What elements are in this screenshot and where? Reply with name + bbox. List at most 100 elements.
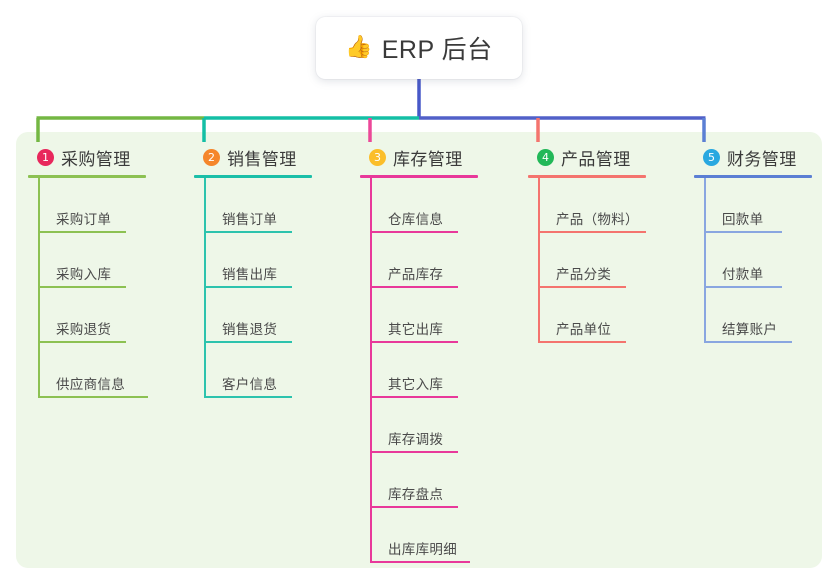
column-spine-2 bbox=[204, 178, 206, 398]
column-spine-3 bbox=[370, 178, 372, 563]
column-1: 1 采购管理采购订单采购入库采购退货供应商信息 bbox=[28, 145, 148, 398]
menu-item[interactable]: 出库库明细 bbox=[370, 508, 478, 563]
menu-item-rule bbox=[370, 451, 458, 453]
column-items-1: 采购订单采购入库采购退货供应商信息 bbox=[28, 178, 148, 398]
menu-item-label: 其它入库 bbox=[388, 377, 444, 392]
menu-item[interactable]: 客户信息 bbox=[204, 343, 312, 398]
column-items-3: 仓库信息产品库存其它出库其它入库库存调拨库存盘点出库库明细 bbox=[360, 178, 478, 563]
diagram-title-card: 👍 ERP 后台 bbox=[316, 17, 522, 79]
menu-item[interactable]: 供应商信息 bbox=[38, 343, 148, 398]
menu-item-rule bbox=[538, 286, 626, 288]
menu-item-label: 库存调拨 bbox=[388, 432, 444, 447]
menu-item-label: 仓库信息 bbox=[388, 212, 444, 227]
menu-item-rule bbox=[38, 231, 126, 233]
menu-item-label: 库存盘点 bbox=[388, 487, 444, 502]
menu-item[interactable]: 采购订单 bbox=[38, 178, 146, 233]
column-header-5[interactable]: 5 财务管理 bbox=[694, 145, 812, 169]
column-items-2: 销售订单销售出库销售退货客户信息 bbox=[194, 178, 312, 398]
menu-item[interactable]: 产品库存 bbox=[370, 233, 478, 288]
menu-item[interactable]: 采购入库 bbox=[38, 233, 146, 288]
column-items-4: 产品（物料） 产品分类产品单位 bbox=[528, 178, 646, 343]
menu-item[interactable]: 产品（物料） bbox=[538, 178, 646, 233]
menu-item-label: 采购订单 bbox=[56, 212, 112, 227]
menu-item-label: 产品（物料） bbox=[556, 212, 639, 227]
column-spine-4 bbox=[538, 178, 540, 343]
menu-item[interactable]: 销售退货 bbox=[204, 288, 312, 343]
menu-item-rule bbox=[38, 396, 148, 398]
column-header-1[interactable]: 1 采购管理 bbox=[28, 145, 146, 169]
menu-item[interactable]: 结算账户 bbox=[704, 288, 812, 343]
column-spine-5 bbox=[704, 178, 706, 343]
menu-item-label: 付款单 bbox=[722, 267, 764, 282]
column-badge-1: 1 bbox=[37, 148, 54, 166]
menu-item-rule bbox=[370, 396, 458, 398]
column-badge-4: 4 bbox=[537, 148, 554, 166]
menu-item-rule bbox=[370, 286, 458, 288]
menu-item-rule bbox=[370, 561, 470, 563]
column-badge-5: 5 bbox=[703, 148, 720, 166]
column-title-1: 采购管理 bbox=[61, 149, 131, 169]
menu-item-rule bbox=[204, 396, 292, 398]
menu-item-label: 其它出库 bbox=[388, 322, 444, 337]
column-header-2[interactable]: 2 销售管理 bbox=[194, 145, 312, 169]
menu-item[interactable]: 仓库信息 bbox=[370, 178, 478, 233]
column-badge-2: 2 bbox=[203, 148, 220, 166]
column-items-5: 回款单付款单结算账户 bbox=[694, 178, 812, 343]
menu-item-rule bbox=[704, 286, 782, 288]
menu-item[interactable]: 产品分类 bbox=[538, 233, 646, 288]
page-title: ERP 后台 bbox=[381, 36, 493, 64]
column-header-rule-4 bbox=[528, 175, 646, 178]
menu-item-rule bbox=[38, 341, 126, 343]
menu-item-rule bbox=[204, 286, 292, 288]
thumbs-up-icon: 👍 bbox=[345, 34, 373, 59]
column-4: 4 产品管理产品（物料） 产品分类产品单位 bbox=[528, 145, 646, 343]
column-title-4: 产品管理 bbox=[561, 149, 631, 169]
menu-item-label: 产品单位 bbox=[556, 322, 612, 337]
menu-item[interactable]: 库存调拨 bbox=[370, 398, 478, 453]
menu-item-rule bbox=[204, 341, 292, 343]
menu-item-label: 销售订单 bbox=[222, 212, 278, 227]
column-badge-3: 3 bbox=[369, 148, 386, 166]
column-header-rule-1 bbox=[28, 175, 146, 178]
menu-item-label: 出库库明细 bbox=[388, 542, 457, 557]
menu-item[interactable]: 其它入库 bbox=[370, 343, 478, 398]
diagram-panel bbox=[16, 132, 822, 568]
menu-item[interactable]: 采购退货 bbox=[38, 288, 146, 343]
menu-item[interactable]: 付款单 bbox=[704, 233, 812, 288]
menu-item[interactable]: 回款单 bbox=[704, 178, 812, 233]
menu-item-rule bbox=[370, 341, 458, 343]
menu-item[interactable]: 销售订单 bbox=[204, 178, 312, 233]
menu-item-label: 回款单 bbox=[722, 212, 764, 227]
menu-item-label: 产品库存 bbox=[388, 267, 444, 282]
column-title-5: 财务管理 bbox=[727, 149, 797, 169]
menu-item-rule bbox=[538, 341, 626, 343]
menu-item-rule bbox=[370, 506, 458, 508]
menu-item-label: 销售退货 bbox=[222, 322, 278, 337]
menu-item-label: 客户信息 bbox=[222, 377, 278, 392]
column-header-3[interactable]: 3 库存管理 bbox=[360, 145, 478, 169]
menu-item-rule bbox=[538, 231, 646, 233]
menu-item-label: 采购入库 bbox=[56, 267, 112, 282]
menu-item-rule bbox=[204, 231, 292, 233]
menu-item-rule bbox=[704, 231, 782, 233]
menu-item[interactable]: 产品单位 bbox=[538, 288, 646, 343]
column-5: 5 财务管理回款单付款单结算账户 bbox=[694, 145, 812, 343]
menu-item-rule bbox=[370, 231, 458, 233]
column-2: 2 销售管理销售订单销售出库销售退货客户信息 bbox=[194, 145, 312, 398]
menu-item-label: 销售出库 bbox=[222, 267, 278, 282]
column-title-2: 销售管理 bbox=[227, 149, 297, 169]
menu-item-label: 结算账户 bbox=[722, 322, 778, 337]
menu-item-label: 采购退货 bbox=[56, 322, 112, 337]
column-header-rule-3 bbox=[360, 175, 478, 178]
menu-item-rule bbox=[704, 341, 792, 343]
menu-item[interactable]: 其它出库 bbox=[370, 288, 478, 343]
column-spine-1 bbox=[38, 178, 40, 398]
menu-item-label: 供应商信息 bbox=[56, 377, 125, 392]
menu-item-rule bbox=[38, 286, 126, 288]
menu-item[interactable]: 销售出库 bbox=[204, 233, 312, 288]
column-title-3: 库存管理 bbox=[393, 149, 463, 169]
menu-item[interactable]: 库存盘点 bbox=[370, 453, 478, 508]
column-header-4[interactable]: 4 产品管理 bbox=[528, 145, 646, 169]
column-header-rule-2 bbox=[194, 175, 312, 178]
menu-item-label: 产品分类 bbox=[556, 267, 612, 282]
